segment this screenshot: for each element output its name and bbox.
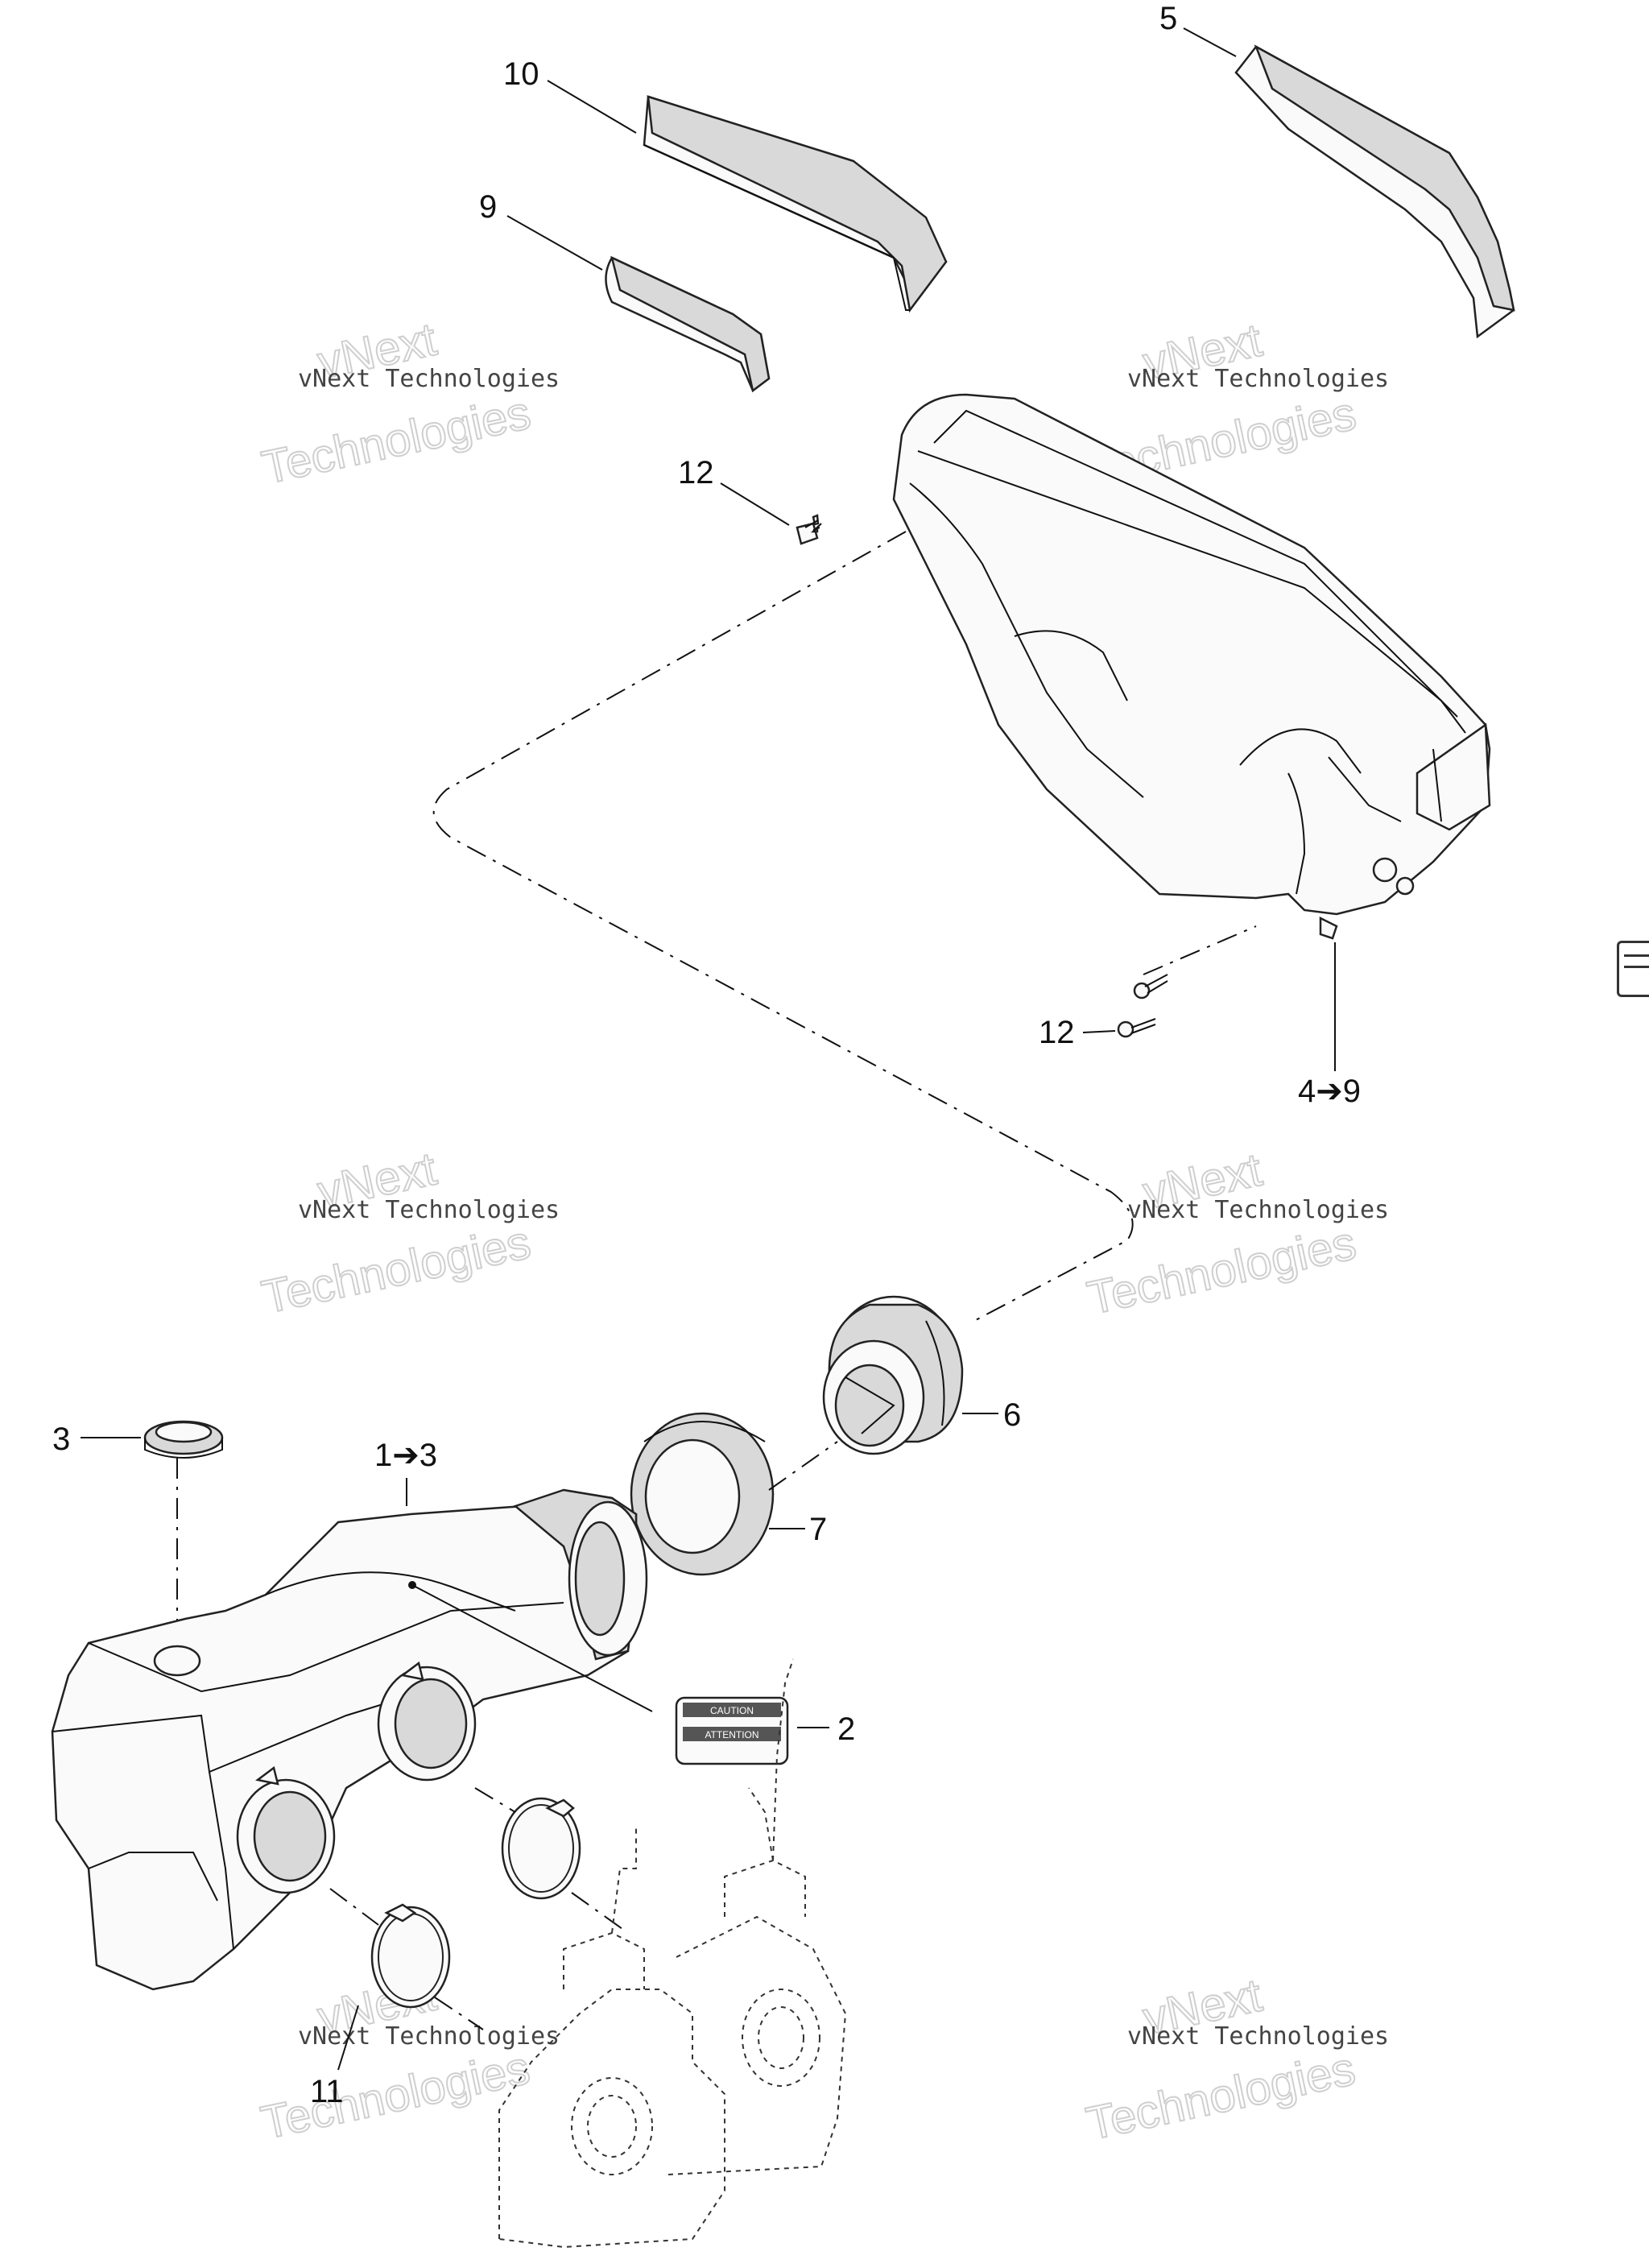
watermark-word: Technologies <box>1082 2042 1360 2150</box>
watermark-company: vNext Technologies <box>298 1196 560 1224</box>
part-1-intake-silencer <box>51 1488 648 1991</box>
assembly-path-line-5 <box>329 1888 379 1926</box>
leader-line-5 <box>1183 27 1237 57</box>
watermark-word: Technologies <box>258 1216 535 1324</box>
part-5-foam-strip <box>1234 44 1515 339</box>
assembly-path-line-6 <box>474 1787 516 1813</box>
watermark-company: vNext Technologies <box>1127 2022 1389 2051</box>
page-edge-tab <box>1617 941 1649 997</box>
leader-line-11 <box>337 2005 359 2071</box>
leader-line-12-top <box>720 482 790 526</box>
leader-line-10 <box>547 80 637 134</box>
watermark-mid-left: vNext vNext Technologies Technologies <box>257 1142 560 1325</box>
assembly-path-line-7 <box>434 1997 484 2030</box>
callout-7: 7 <box>809 1512 827 1547</box>
part-2-label-sticker: CAUTION ATTENTION <box>675 1696 789 1765</box>
label-sticker-line2: ATTENTION <box>705 1729 758 1740</box>
watermark-company: vNext Technologies <box>1127 1196 1389 1224</box>
callout-1-3: 1➔3 <box>374 1438 437 1473</box>
callout-12-top: 12 <box>678 455 714 490</box>
part-10-foam-block <box>643 95 948 313</box>
watermark-bottom-right: vNext vNext Technologies Technologies <box>1081 1968 1389 2151</box>
assembly-path-line-8 <box>571 1892 629 1934</box>
callout-10: 10 <box>503 56 539 92</box>
part-7-rubber-ring <box>630 1412 775 1576</box>
watermark-word: Technologies <box>258 387 535 495</box>
assembly-path-line <box>432 531 1134 1322</box>
part-11-clamps <box>370 1797 581 2009</box>
part-3-grommet <box>143 1420 224 1459</box>
callout-4-9: 4➔9 <box>1298 1074 1361 1109</box>
callout-2: 2 <box>837 1711 855 1747</box>
watermark-mid-right: vNext vNext Technologies Technologies <box>1082 1143 1389 1326</box>
part-6-adaptor <box>822 1295 964 1455</box>
callout-12-lower: 12 <box>1039 1015 1075 1050</box>
assembly-path-line-3 <box>768 1441 838 1491</box>
air-filter-housing-cover <box>892 393 1491 940</box>
leader-line-12-lower <box>1082 1030 1116 1033</box>
callout-6: 6 <box>1003 1397 1021 1433</box>
callout-11: 11 <box>310 2074 344 2109</box>
watermark-company: vNext Technologies <box>298 365 560 393</box>
watermark-company: vNext Technologies <box>1127 365 1389 393</box>
watermark-word: Technologies <box>1083 1217 1361 1325</box>
carburetors-phantom <box>498 1658 847 2249</box>
callout-3: 3 <box>52 1422 70 1457</box>
watermark-word: Technologies <box>257 2042 535 2150</box>
watermark-company: vNext Technologies <box>298 2022 560 2051</box>
part-12-screws-lower <box>1117 974 1168 1038</box>
leader-line-2 <box>411 1584 653 1712</box>
label-sticker-line1: CAUTION <box>710 1705 754 1716</box>
part-9-foam-piece <box>605 255 771 393</box>
assembly-path-line-2 <box>1143 925 1257 975</box>
callout-5: 5 <box>1159 1 1177 36</box>
part-12-screw-top <box>796 514 822 545</box>
watermark-top-left: vNext vNext Technologies Technologies <box>257 312 560 495</box>
callout-9: 9 <box>479 189 497 225</box>
leader-line-9 <box>506 215 603 271</box>
